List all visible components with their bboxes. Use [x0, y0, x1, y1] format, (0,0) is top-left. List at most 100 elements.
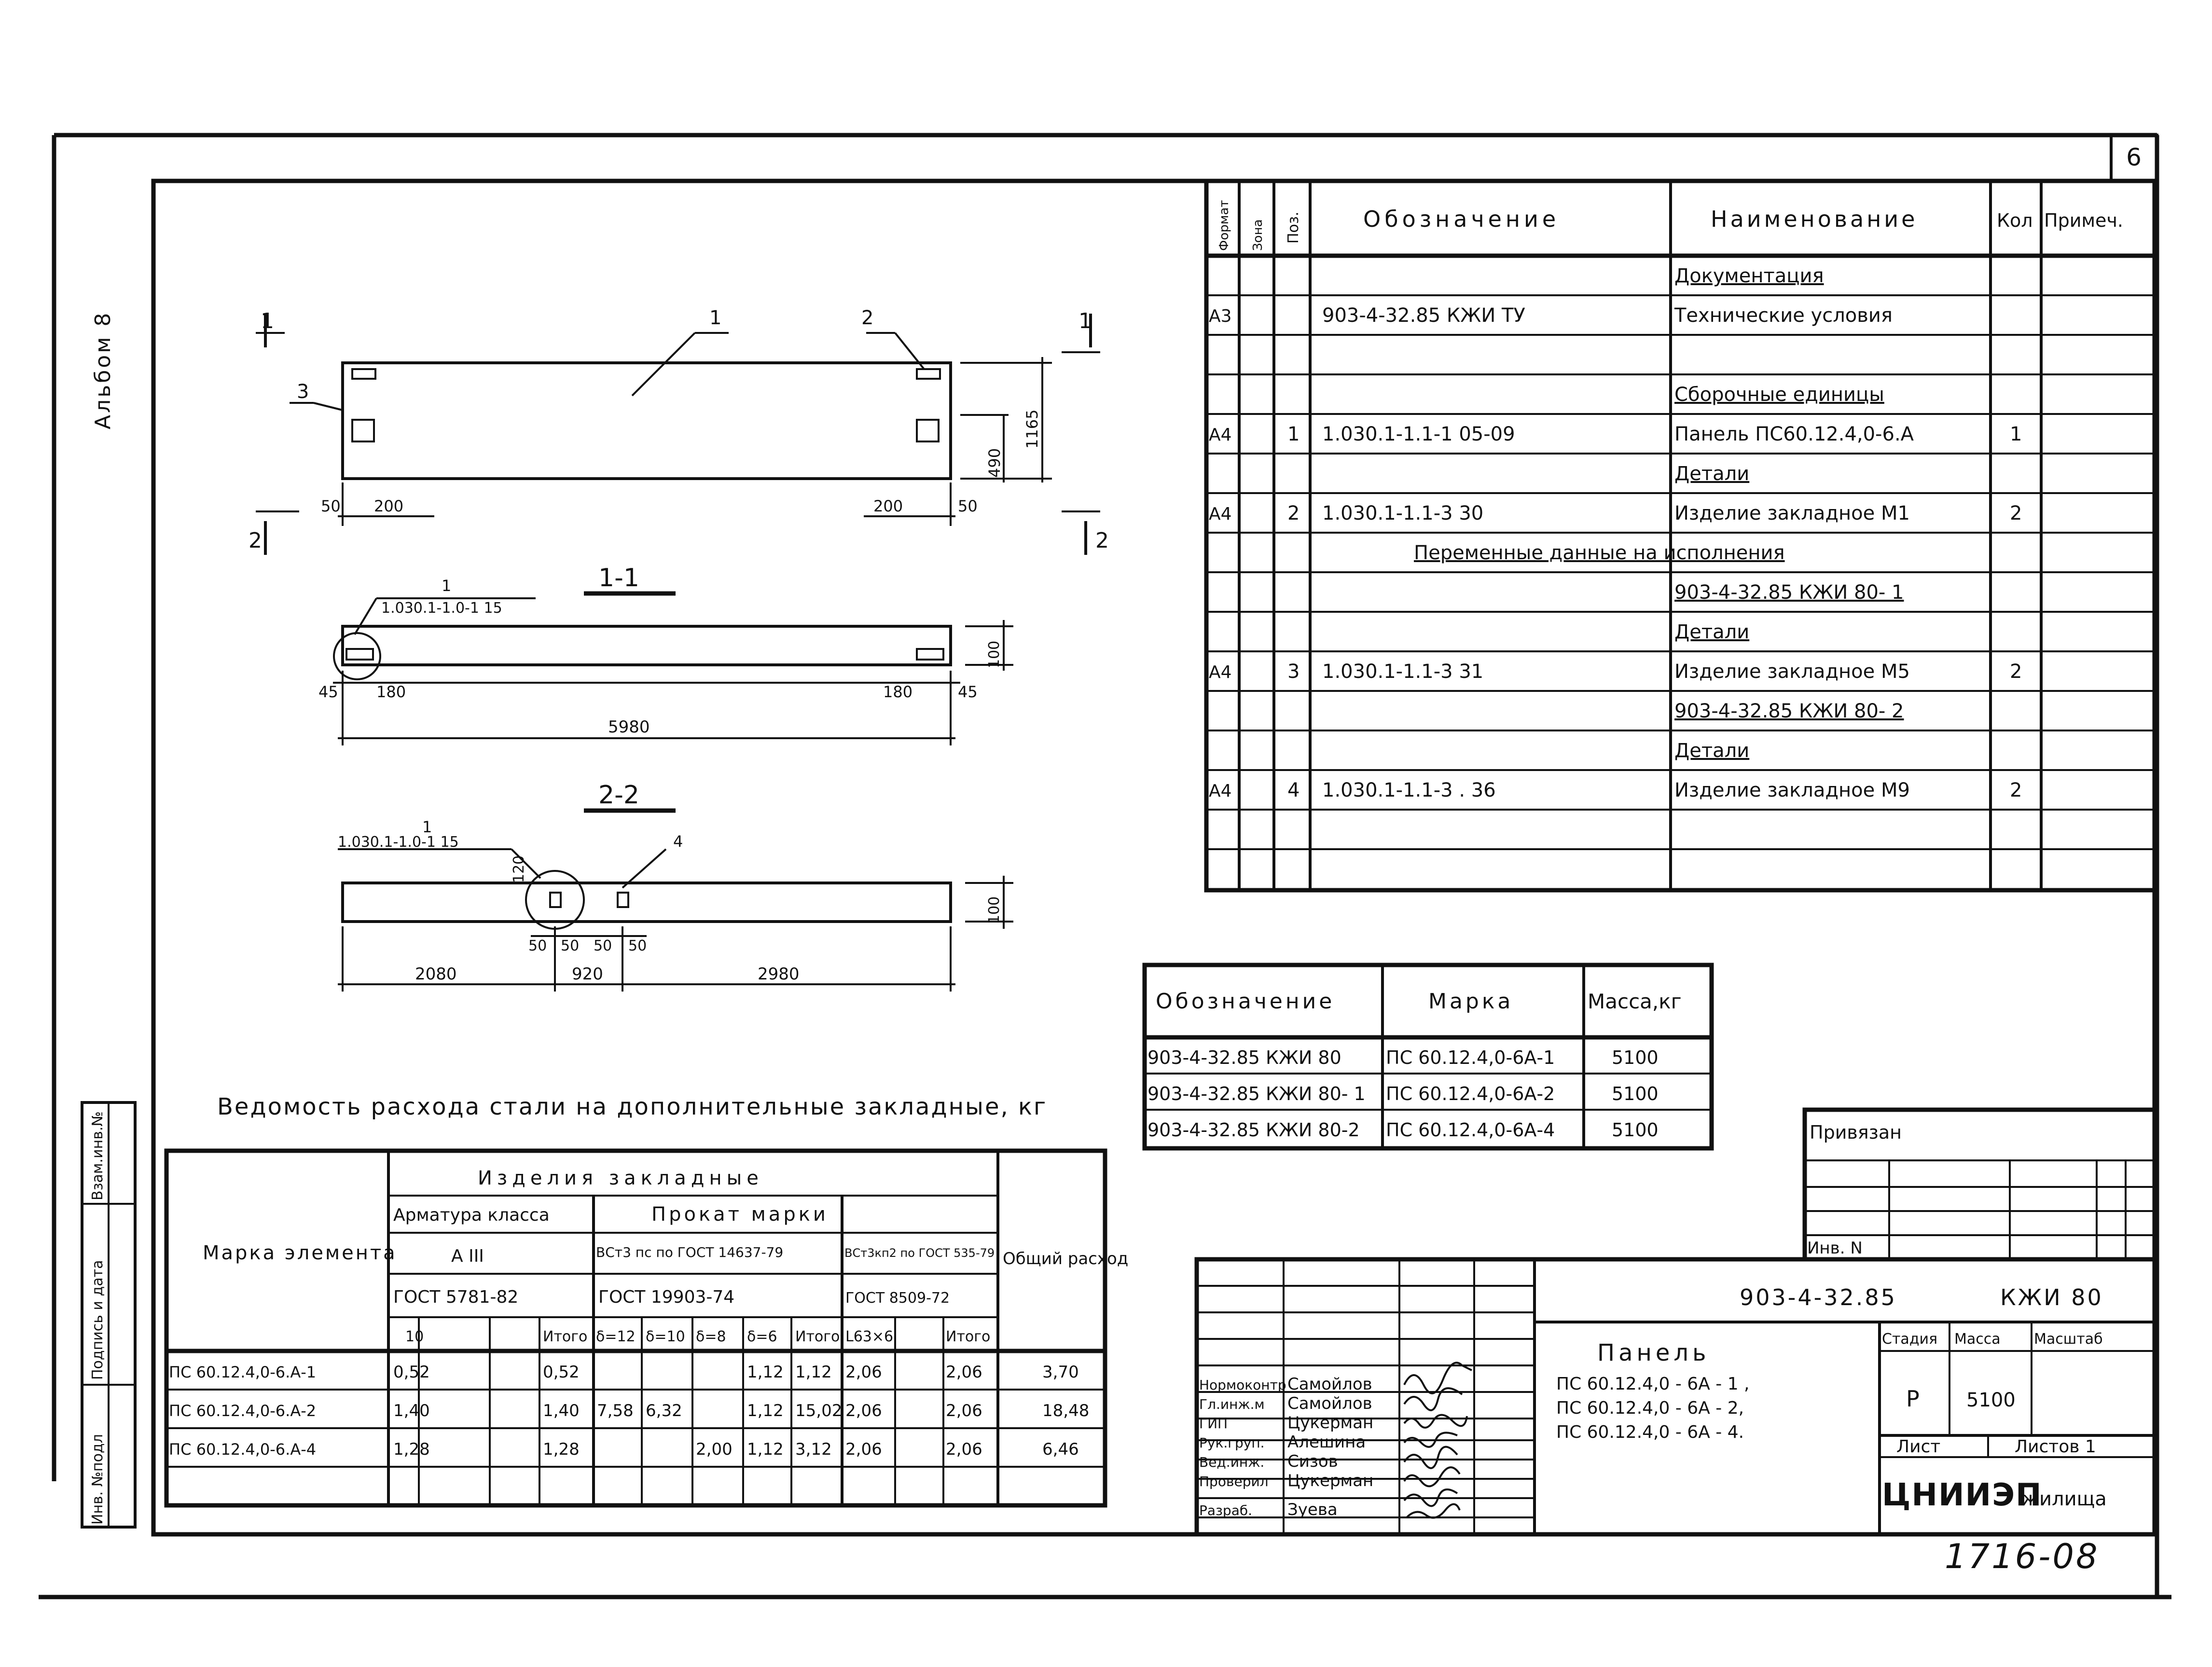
stamp-scale-label: Масштаб: [2034, 1331, 2103, 1348]
section-2-2-dim-2980: 2980: [758, 964, 800, 984]
section-2-2-dim-50c: 50: [594, 937, 612, 954]
spec-header-format: Формат: [1217, 200, 1231, 251]
steel-subcol-header: δ=6: [747, 1328, 777, 1345]
plan-dim-200-right: 200: [873, 497, 903, 515]
plan-leader-2: 2: [861, 307, 873, 329]
steel-subcol-header: L63×6: [845, 1328, 893, 1345]
section-2-2: [338, 808, 1013, 992]
steel-col-element: Марка элемента: [203, 1242, 397, 1264]
stamp-name: Зуева: [1287, 1500, 1338, 1519]
spec-cell: 1.030.1-1.1-3 . 36: [1322, 779, 1496, 801]
marks-cell: 5100: [1612, 1083, 1659, 1104]
signature-mark: [1403, 1432, 1458, 1448]
steel-cell: 1,28: [543, 1440, 580, 1459]
plan-dim-50-left: 50: [321, 497, 341, 515]
steel-subcol-header: 10: [405, 1328, 424, 1345]
section-1-1-leader-ref: 1.030.1-1.0-1 15: [381, 600, 502, 617]
plan-leader-1: 1: [709, 307, 721, 329]
spec-cell: 2: [2010, 661, 2022, 683]
signature-mark: [1406, 1503, 1461, 1519]
section-2-2-dim-50b: 50: [561, 937, 579, 954]
marks-cell: ПС 60.12.4,0-6А-2: [1386, 1083, 1555, 1104]
marks-cell: 5100: [1612, 1119, 1659, 1141]
spec-header-note: Примеч.: [2044, 210, 2123, 231]
steel-prokat-gost1: ГОСТ 19903-74: [598, 1287, 734, 1307]
steel-cell: 0,52: [543, 1363, 580, 1382]
marks-header-mark: Марка: [1428, 989, 1513, 1014]
spec-header-zone: Зона: [1251, 219, 1265, 251]
section-1-1-dim-45-right: 45: [958, 683, 978, 701]
steel-armatura-class: А III: [451, 1246, 484, 1266]
plan-dim-490: 490: [985, 448, 1004, 478]
steel-subcol-header: Итого: [543, 1328, 587, 1345]
steel-col-total: Общий расход: [1003, 1249, 1128, 1268]
spec-table-grid: [1204, 179, 2157, 893]
section-1-1-leader-no: 1: [442, 577, 451, 595]
steel-armatura-gost: ГОСТ 5781-82: [393, 1287, 518, 1307]
spec-cell: Изделие закладное М5: [1674, 661, 1910, 683]
marks-cell: 903-4-32.85 КЖИ 80: [1147, 1047, 1341, 1068]
steel-cell: 1,40: [393, 1401, 430, 1420]
stamp-name: Сизов: [1287, 1452, 1338, 1471]
section-2-2-leader-ref: 1.030.1-1.0-1 15: [338, 834, 459, 851]
stamp-role: ГИП: [1199, 1416, 1228, 1432]
signature-mark: [1403, 1488, 1458, 1507]
spec-cell: 1: [2010, 423, 2022, 445]
stamp-sheets-label: Листов 1: [2015, 1437, 2096, 1457]
spec-cell: А4: [1209, 781, 1232, 801]
steel-subcol-header: Итого: [946, 1328, 990, 1345]
spec-cell: А3: [1209, 306, 1232, 326]
section-2-2-dim-120: 120: [511, 855, 527, 883]
plan-dim-200-left: 200: [374, 497, 403, 515]
steel-cell: 1,40: [543, 1401, 580, 1420]
stamp-name: Самойлов: [1287, 1394, 1372, 1413]
steel-table-title: Ведомость расхода стали на дополнительны…: [217, 1093, 1047, 1120]
stamp-title: Панель: [1597, 1339, 1710, 1366]
signature-mark: [1403, 1362, 1472, 1394]
stamp-mass-label: Масса: [1954, 1331, 2001, 1348]
spec-cell: 903-4-32.85 КЖИ 80- 1: [1674, 581, 1904, 604]
side-stamp: Инв. №подл Подпись и дата Взам.инв.№: [81, 1101, 137, 1529]
plan-dim-50-right: 50: [958, 497, 978, 515]
stamp-role: Разраб.: [1199, 1502, 1252, 1518]
spec-header-qty: Кол: [1997, 210, 2033, 231]
spec-cell: Детали: [1674, 463, 1749, 485]
section-1-1-dim-100: 100: [986, 641, 1003, 668]
steel-subcol-header: Итого: [795, 1328, 840, 1345]
side-label-repl: Взам.инв.№: [89, 1111, 106, 1200]
section-2-2-title: 2-2: [598, 781, 639, 810]
side-label-inv: Инв. №подл: [89, 1434, 106, 1525]
steel-element-name: ПС 60.12.4,0-6.А-1: [169, 1363, 316, 1381]
stamp-name: Алешина: [1287, 1433, 1366, 1452]
stamp-sheet-label: Лист: [1896, 1437, 1940, 1457]
section-2-2-dim-50d: 50: [628, 937, 647, 954]
plan-dim-1165: 1165: [1023, 410, 1041, 449]
spec-cell: 3: [1287, 661, 1300, 683]
signatures: [1403, 1362, 1472, 1519]
plan-section-mark-2a: 2: [249, 528, 262, 553]
marks-header-mass: Масса,кг: [1588, 990, 1682, 1013]
spec-cell: Переменные данные на исполнения: [1414, 542, 1785, 564]
steel-cell: 2,06: [845, 1363, 882, 1382]
privyazan-label: Привязан: [1810, 1122, 1902, 1143]
spec-cell: 2: [1287, 502, 1300, 524]
spec-cell: Детали: [1674, 621, 1749, 643]
section-1-1-dim-180-left: 180: [376, 683, 406, 701]
side-label-sign: Подпись и дата: [89, 1260, 106, 1380]
stamp-item-3: ПС 60.12.4,0 - 6А - 4.: [1556, 1422, 1744, 1442]
stamp-mark: КЖИ 80: [2000, 1284, 2103, 1310]
privyazan-inv-label: Инв. N: [1807, 1239, 1863, 1258]
stamp-stage: Р: [1906, 1386, 1920, 1412]
steel-group-armatura: Арматура класса: [393, 1205, 550, 1225]
drawing-number: 1716-08: [1945, 1537, 2099, 1576]
steel-cell: 15,02: [795, 1401, 842, 1420]
steel-table-grid: [164, 1148, 1107, 1508]
section-1-1-dim-5980: 5980: [608, 717, 650, 737]
stamp-stage-label: Стадия: [1882, 1331, 1937, 1348]
spec-cell: 1.030.1-1.1-1 05-09: [1322, 423, 1515, 445]
